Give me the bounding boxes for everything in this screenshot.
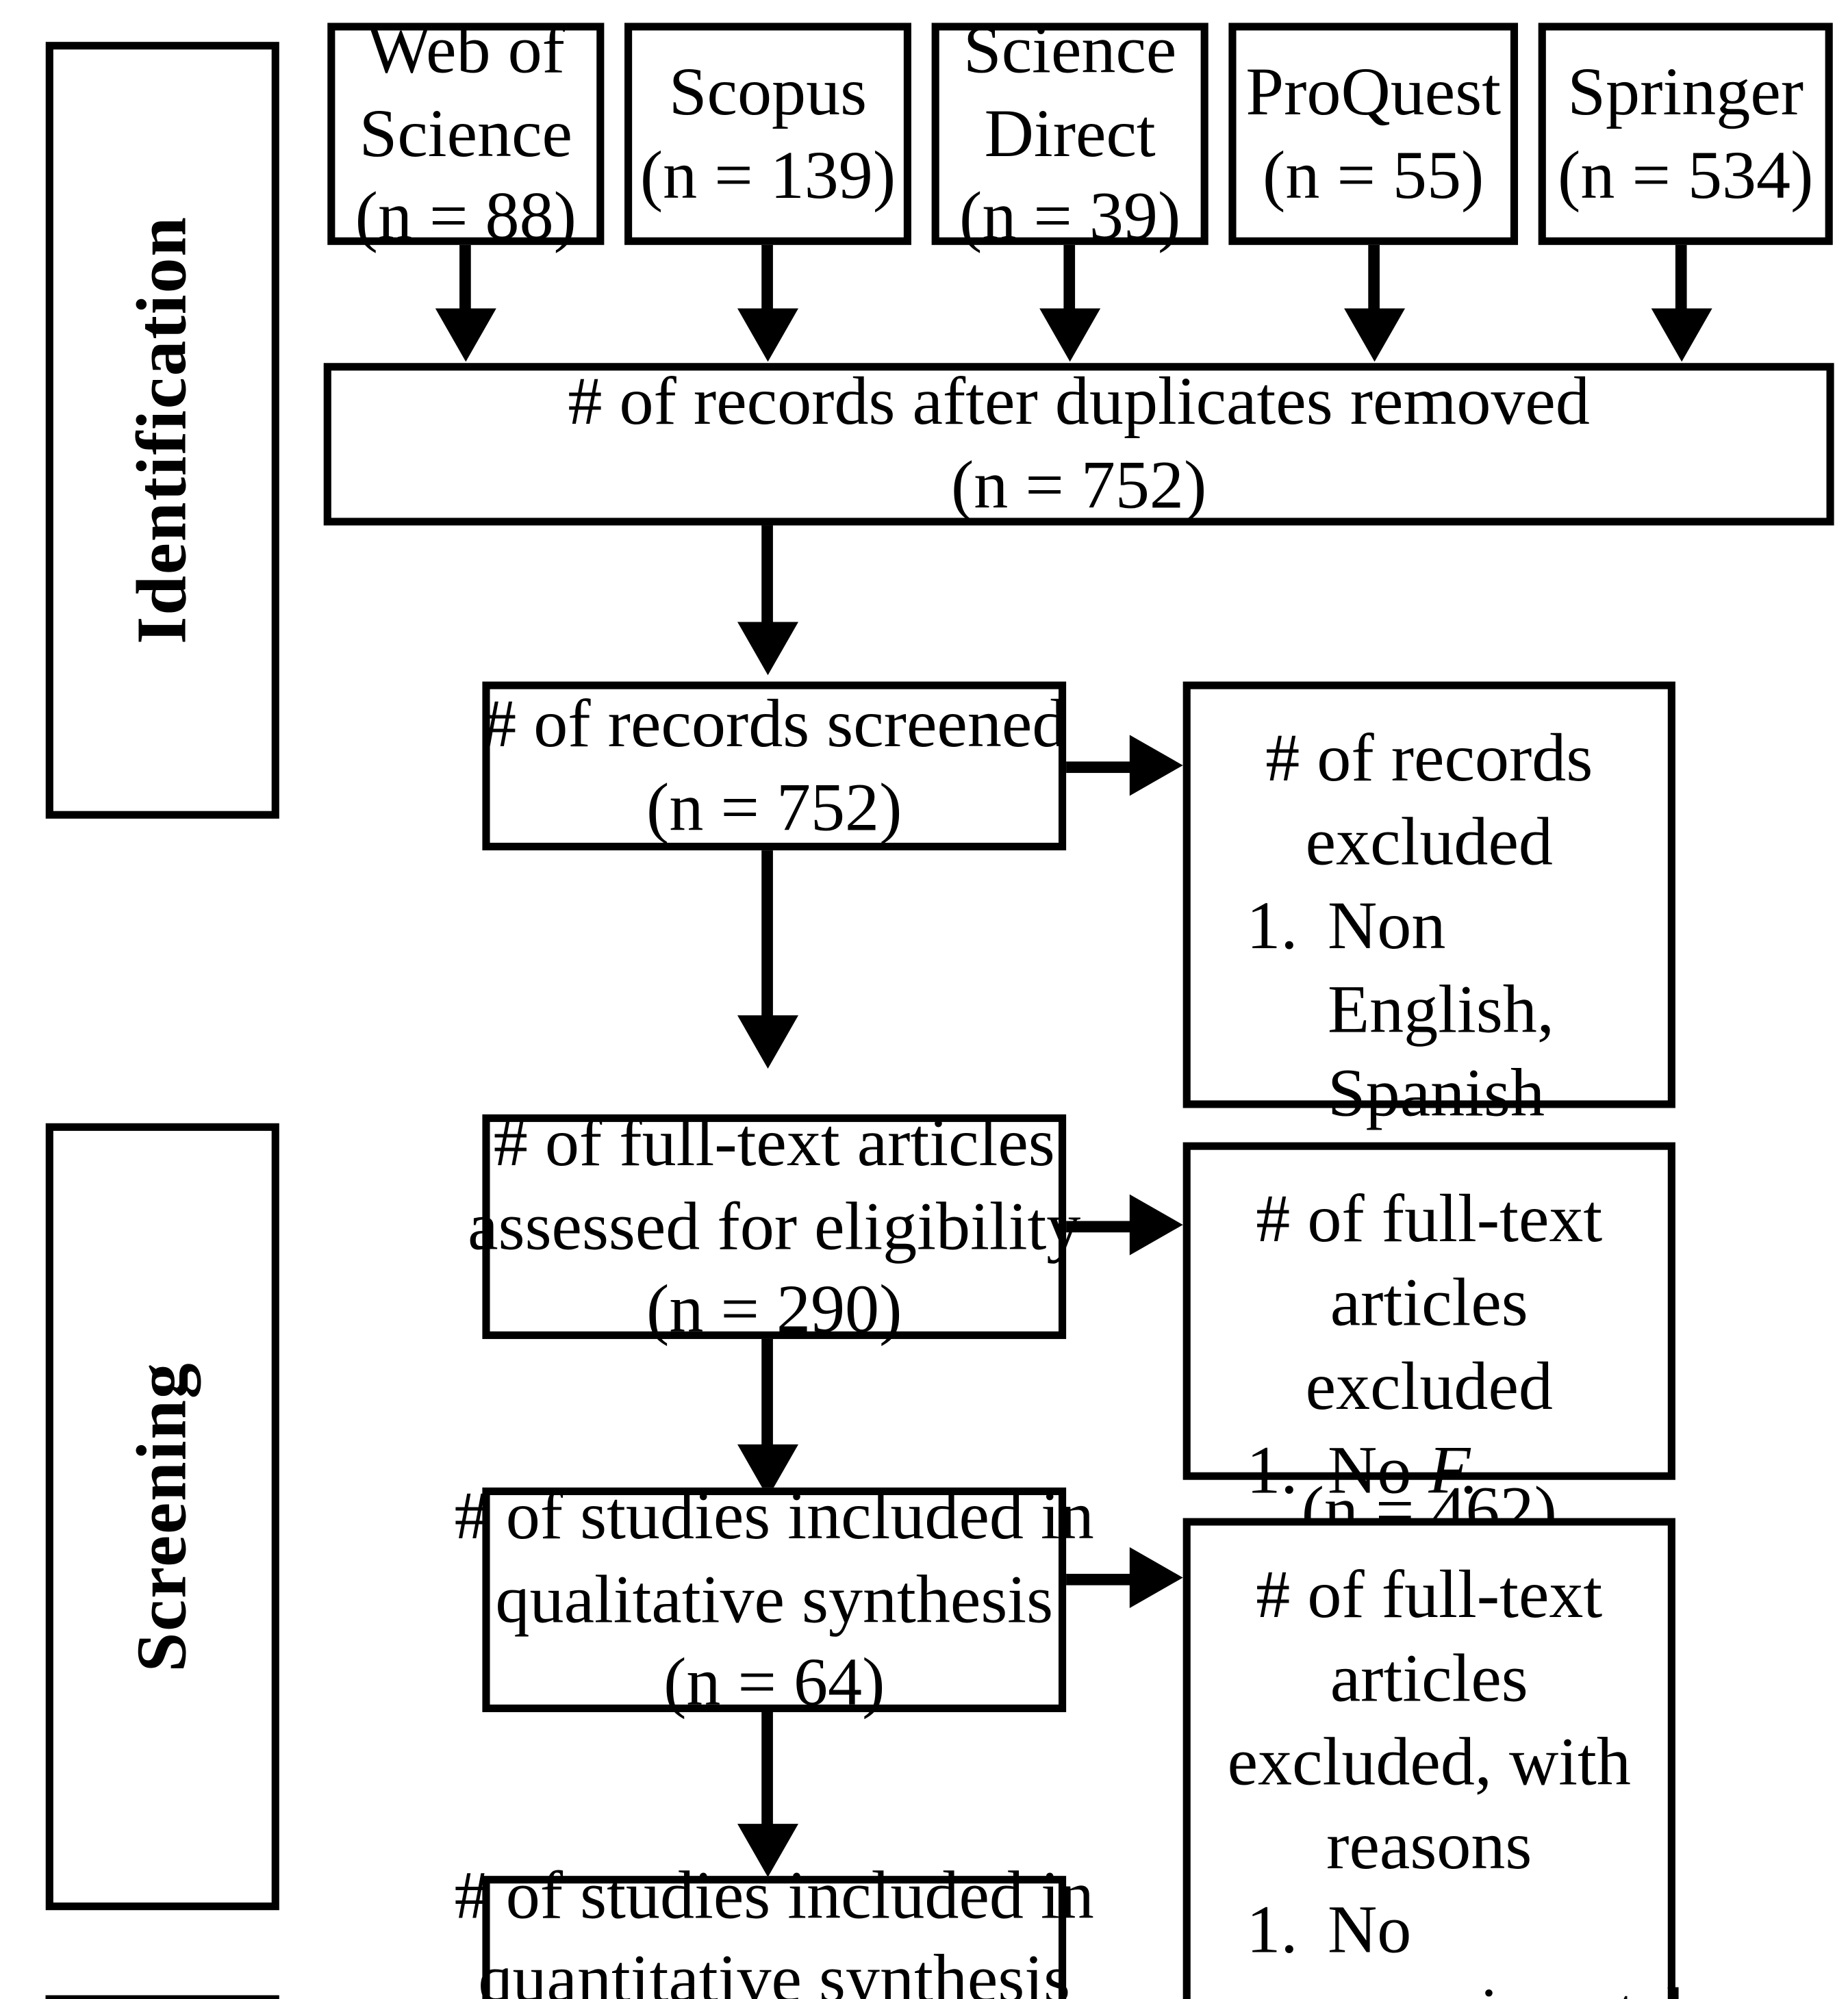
box-quantitative-synthesis: # of studies included in quantitative sy… [455, 1857, 1094, 1999]
list-item-number: 1. [1246, 1890, 1298, 1967]
list-item-prefix: No [1327, 1431, 1429, 1507]
source-box-scopus: Scopus (n = 139) [624, 23, 911, 245]
excluded-reasons-line1: # of full-text articles [1256, 1555, 1603, 1716]
qualitative-count: (n = 64) [663, 1644, 885, 1720]
source-name-line2: Science [359, 94, 572, 171]
fulltext-assessed-count: (n = 290) [646, 1271, 902, 1347]
records-screened-count: (n = 752) [646, 768, 902, 845]
quantitative-line1: # of studies included in [454, 1857, 1094, 1934]
connector-line-to-screened [761, 525, 773, 650]
source-count: (n = 39) [959, 178, 1181, 255]
source-count: (n = 139) [640, 136, 896, 213]
box-fulltext-assessed: # of full-text articles assessed for eli… [468, 1104, 1080, 1347]
connector-arrow-science-direct [1039, 308, 1101, 362]
excluded-reasons-line2: excluded, with [1227, 1723, 1631, 1800]
duplicates-removed-text: # of records after duplicates removed [568, 363, 1590, 440]
source-name-line1: ProQuest [1245, 53, 1502, 129]
source-count: (n = 55) [1263, 136, 1484, 213]
fulltext-assessed-line1: # of full-text articles [493, 1104, 1055, 1180]
source-name-line2: Direct [984, 94, 1156, 171]
stage-box-identification: Identification [45, 42, 279, 819]
connector-arrow-scopus [737, 308, 798, 362]
records-screened-text: # of records screened [482, 685, 1067, 761]
list-item: 1. No experimental design [1246, 1888, 1685, 1999]
connector-arrow-to-records-excluded [1129, 735, 1183, 796]
connector-arrow-to-quantitative [737, 1824, 798, 1878]
stage-label-screening: Screening [123, 1361, 202, 1672]
source-box-proquest: ProQuest (n = 55) [1228, 23, 1519, 245]
excluded-reasons-line3: reasons [1326, 1807, 1532, 1883]
source-name-line1: Scopus [668, 53, 868, 129]
duplicates-removed-count: (n = 752) [950, 446, 1207, 523]
source-name-line1: Web of [366, 11, 565, 88]
source-box-science-direct: Science Direct (n = 39) [931, 11, 1208, 255]
source-name-line1: Science [963, 11, 1177, 88]
connector-arrow-to-fulltext-excluded [1129, 1194, 1183, 1256]
quantitative-line2: quantitative synthesis [478, 1940, 1071, 1999]
fulltext-excluded-line2: excluded [1305, 1347, 1553, 1424]
list-item-number: 1. [1246, 1431, 1298, 1507]
stage-label-identification: Identification [123, 216, 202, 645]
fulltext-excluded-line1: # of full-text articles [1256, 1180, 1603, 1340]
connector-arrow-to-screened [737, 622, 798, 676]
box-fulltext-excluded: # of full-text articles excluded 1. No F… [1182, 1142, 1675, 1675]
connector-line-to-fulltext-assessed [761, 850, 773, 1043]
source-name-line1: Springer [1567, 53, 1804, 129]
excluded-reasons-list: 1. No experimental design 2. No binomial… [1208, 1888, 1685, 1999]
source-count: (n = 534) [1558, 136, 1814, 213]
source-box-springer: Springer (n = 534) [1538, 23, 1833, 245]
qualitative-line1: # of studies included in [454, 1477, 1094, 1553]
box-records-excluded: # of records excluded 1. Non English, Sp… [1182, 681, 1675, 1549]
records-excluded-title: # of records excluded [1265, 720, 1593, 880]
list-item-number: 1. [1246, 887, 1298, 963]
source-box-web-of-science: Web of Science (n = 88) [327, 11, 605, 255]
box-records-screened: # of records screened (n = 752) [482, 681, 1067, 851]
connector-line-to-quantitative [761, 1712, 773, 1852]
qualitative-line2: qualitative synthesis [495, 1560, 1054, 1637]
stage-box-screening: Screening [45, 1123, 279, 1911]
fulltext-assessed-line2: assessed for eligibility [468, 1187, 1081, 1264]
stage-box-eligibility: Eligibility [45, 1995, 279, 1999]
connector-arrow-web-of-science [435, 308, 496, 362]
source-count: (n = 88) [355, 178, 577, 255]
list-item-text: No experimental design [1327, 1890, 1686, 1999]
connector-arrow-proquest [1344, 308, 1406, 362]
connector-arrow-to-fulltext-assessed [737, 1015, 798, 1069]
connector-arrow-springer [1651, 308, 1712, 362]
connector-line-to-qualitative [761, 1338, 773, 1473]
box-qualitative-synthesis: # of studies included in qualitative syn… [455, 1477, 1094, 1720]
box-fulltext-excluded-reasons: # of full-text articles excluded, with r… [1182, 1518, 1685, 1999]
connector-arrow-to-excluded-reasons [1129, 1546, 1183, 1608]
box-duplicates-removed: # of records after duplicates removed (n… [323, 363, 1834, 526]
